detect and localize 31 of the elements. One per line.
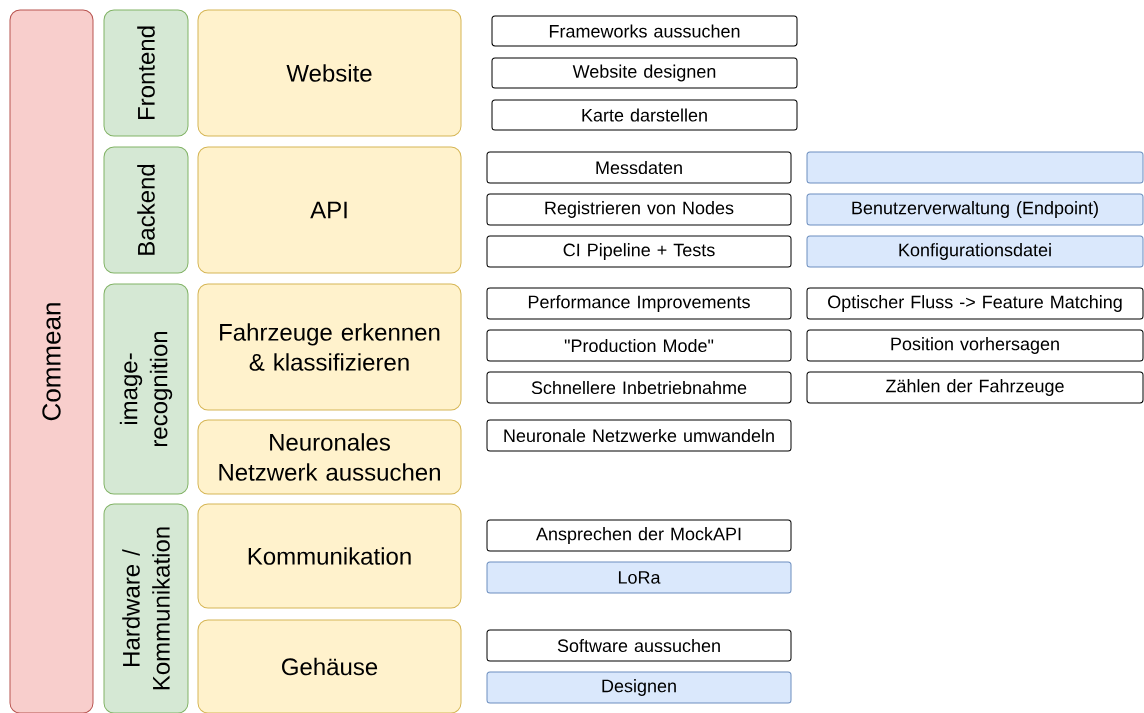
task-box: Messdaten — [486, 151, 792, 184]
task-box: LoRa — [486, 561, 792, 594]
task-box: Optischer Fluss -> Feature Matching — [806, 287, 1144, 320]
task-box: Benutzerverwaltung (Endpoint) — [806, 193, 1144, 226]
task-box: Performance Improvements — [486, 287, 792, 320]
topic-box: Fahrzeuge erkennen & klassifizieren — [197, 283, 462, 411]
group-band: Hardware / Kommunikation — [103, 503, 189, 713]
task-box: "Production Mode" — [486, 329, 792, 362]
task-box: Zählen der Fahrzeuge — [806, 371, 1144, 404]
group-band: Frontend — [103, 9, 189, 137]
topic-box: Website — [197, 9, 462, 137]
topic-box: Neuronales Netzwerk aussuchen — [197, 419, 462, 495]
task-box: Software aussuchen — [486, 629, 792, 662]
task-box — [806, 151, 1144, 184]
topic-box: Gehäuse — [197, 619, 462, 713]
task-box: Registrieren von Nodes — [486, 193, 792, 226]
task-box: Designen — [486, 671, 792, 704]
group-band: Backend — [103, 146, 189, 274]
task-box: CI Pipeline + Tests — [486, 235, 792, 268]
task-box: Konfigurationsdatei — [806, 235, 1144, 268]
task-box: Schnellere Inbetriebnahme — [486, 371, 792, 404]
category-band: Commean — [9, 9, 94, 713]
topic-box: API — [197, 146, 462, 274]
group-band: image-recognition — [103, 283, 189, 495]
task-box: Website designen — [491, 57, 798, 89]
task-box: Position vorhersagen — [806, 329, 1144, 362]
task-box: Frameworks aussuchen — [491, 15, 798, 47]
task-box: Ansprechen der MockAPI — [486, 519, 792, 552]
topic-box: Kommunikation — [197, 503, 462, 609]
task-box: Neuronale Netzwerke umwandeln — [486, 419, 792, 452]
task-box: Karte darstellen — [491, 99, 798, 131]
